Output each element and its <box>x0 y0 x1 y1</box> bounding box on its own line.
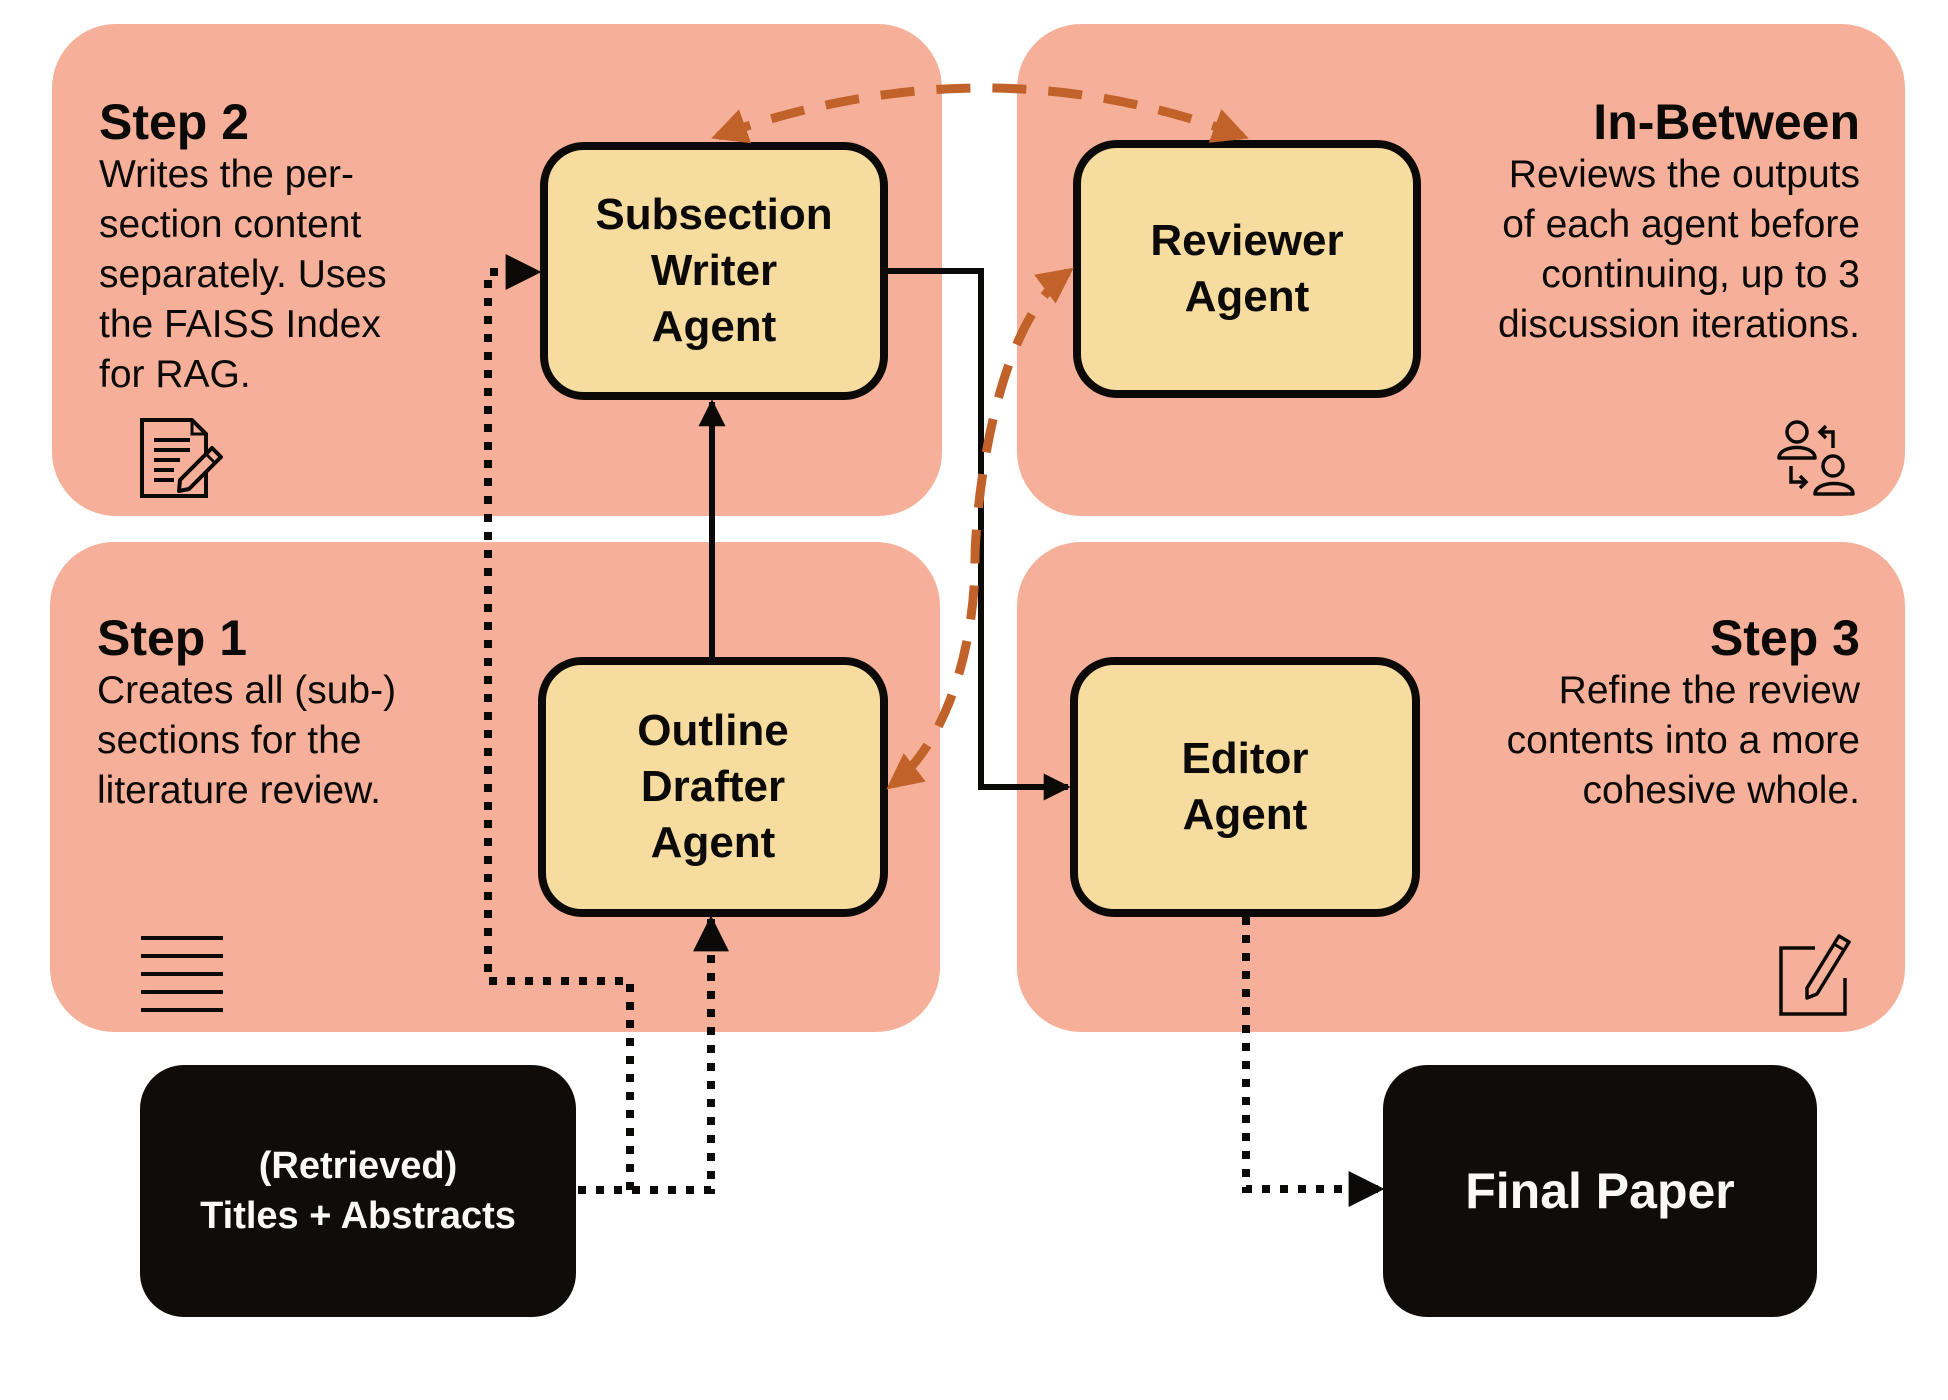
panel-description: Reviews the outputs of each agent before… <box>1497 153 1860 346</box>
panel-title: Step 1 <box>97 610 248 666</box>
panel-title: Step 2 <box>99 94 250 150</box>
lines-icon <box>141 934 223 1019</box>
final-paper-output: Final Paper <box>1383 1065 1817 1317</box>
panel-title: In-Between <box>1593 94 1860 150</box>
panel-description: Creates all (sub-) sections for the lite… <box>97 669 397 812</box>
panel-title: Step 3 <box>1709 610 1860 666</box>
editor-agent: Editor Agent <box>1070 657 1420 917</box>
panel-step-3: Step 3 Refine the review contents into a… <box>1017 542 1905 1032</box>
input-titles-abstracts: (Retrieved) Titles + Abstracts <box>140 1065 576 1317</box>
panel-description: Refine the review contents into a more c… <box>1506 669 1860 812</box>
panel-description: Writes the per- section content separate… <box>99 153 387 396</box>
subsection-writer-agent: Subsection Writer Agent <box>540 142 888 400</box>
document-edit-icon <box>140 418 224 505</box>
outline-drafter-agent: Outline Drafter Agent <box>538 657 888 917</box>
user-exchange-icon <box>1775 418 1857 505</box>
edit-square-icon <box>1777 932 1853 1023</box>
reviewer-agent: Reviewer Agent <box>1073 140 1421 398</box>
